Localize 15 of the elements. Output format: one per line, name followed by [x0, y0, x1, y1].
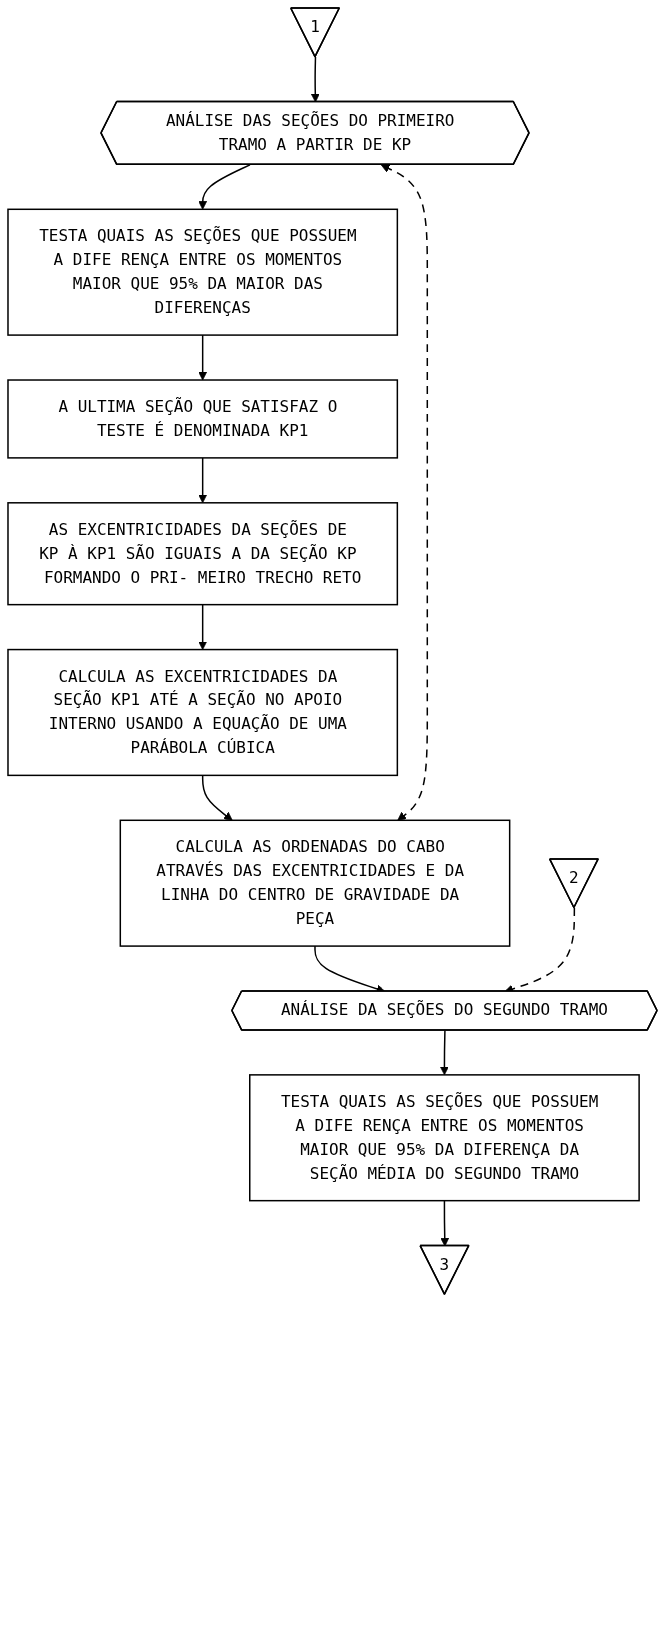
- node-box: TESTA QUAIS AS SEÇÕES QUE POSSUEM A DIFE RENÇA ENTRE OS MOMENTOS MAIOR QUE 95% DA DIFERENÇA DA SEÇÃO MÉDIA DO SEGUNDO TRAMO: [249, 1074, 640, 1202]
- node-box: CALCULA AS ORDENADAS DO CABO ATRAVÉS DAS EXCENTRICIDADES E DA LINHA DO CENTRO DE GRAVIDADE DA PEÇA: [119, 819, 511, 947]
- node-box: A ULTIMA SEÇÃO QUE SATISFAZ O TESTE É DENOMINADA KP1: [7, 379, 399, 459]
- arrow: [198, 334, 208, 381]
- node-box: CALCULA AS EXCENTRICIDADES DA SEÇÃO KP1 ATÉ A SEÇÃO NO APOIO INTERNO USANDO A EQUAÇÃO DE UMA PARÁBOLA CÚBICA: [7, 648, 399, 777]
- node-box: TESTA QUAIS AS SEÇÕES QUE POSSUEM A DIFE RENÇA ENTRE OS MOMENTOS MAIOR QUE 95% DA MAIOR DAS DIFERENÇAS: [7, 208, 399, 336]
- arrow: [380, 164, 429, 821]
- arrow: [440, 1199, 450, 1247]
- arrow: [440, 1029, 449, 1076]
- arrow: [198, 164, 251, 210]
- arrow: [201, 774, 233, 821]
- arrow: [198, 603, 208, 650]
- node-box: AS EXCENTRICIDADES DA SEÇÕES DE KP À KP1 SÃO IGUAIS A DA SEÇÃO KP FORMANDO O PRI- MEIRO TRECHO RETO: [7, 502, 399, 606]
- arrow: [310, 56, 320, 103]
- arrow: [198, 457, 208, 504]
